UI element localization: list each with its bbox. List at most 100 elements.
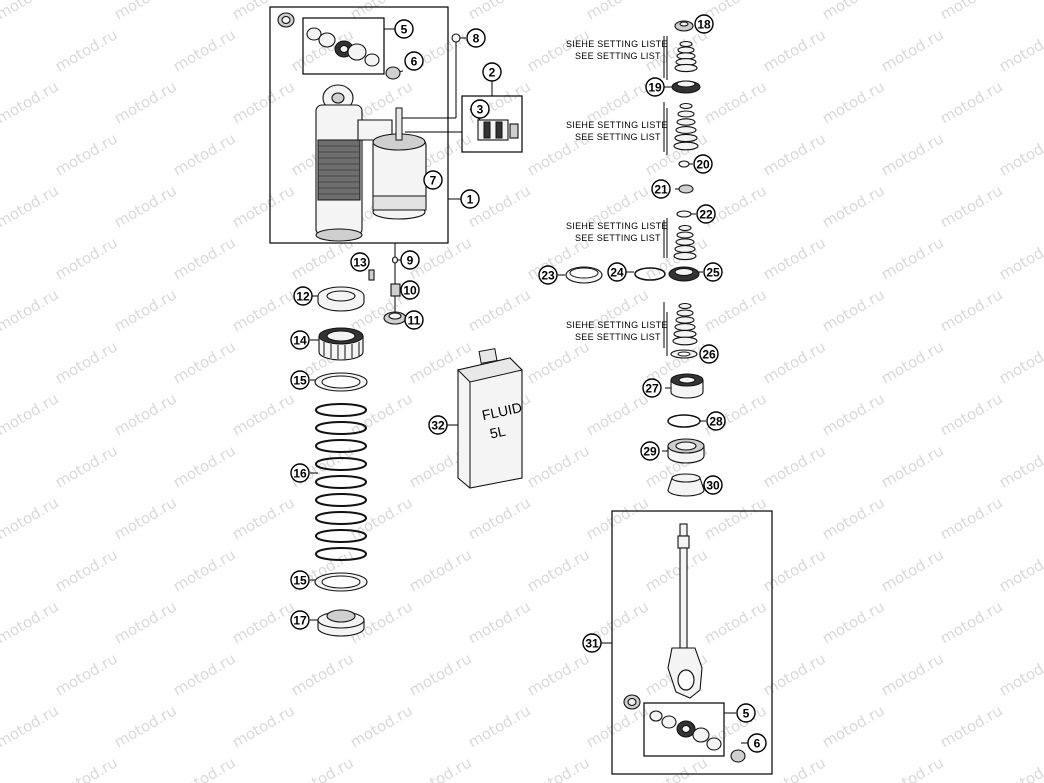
callout-30: 30 xyxy=(703,475,723,495)
watermark-text: motod.ru xyxy=(642,753,711,783)
watermark-text: motod.ru xyxy=(878,545,947,595)
callout-5: 5 xyxy=(394,19,414,39)
watermark-text: motod.ru xyxy=(524,545,593,595)
watermark-text: motod.ru xyxy=(0,25,3,75)
watermark-text: motod.ru xyxy=(937,0,1006,23)
callout-31: 31 xyxy=(582,633,602,653)
callout-22: 22 xyxy=(696,204,716,224)
watermark-text: motod.ru xyxy=(524,441,593,491)
watermark-text: motod.ru xyxy=(524,753,593,783)
watermark-text: motod.ru xyxy=(819,0,888,23)
svg-text:12: 12 xyxy=(296,290,310,304)
svg-text:11: 11 xyxy=(408,314,421,328)
seal-kit-frame-bottom xyxy=(643,702,725,757)
watermark-text: motod.ru xyxy=(347,701,416,751)
svg-text:15: 15 xyxy=(293,574,307,588)
callout-14: 14 xyxy=(290,330,310,350)
watermark-text: motod.ru xyxy=(170,233,239,283)
watermark-text: motod.ru xyxy=(0,441,3,491)
svg-text:SIEHE SETTING LISTE: SIEHE SETTING LISTE xyxy=(566,221,668,231)
svg-text:23: 23 xyxy=(541,269,555,283)
watermark-text: motod.ru xyxy=(996,441,1044,491)
watermark-text: motod.ru xyxy=(937,493,1006,543)
watermark-text: motod.ru xyxy=(583,493,652,543)
watermark-text: motod.ru xyxy=(583,389,652,439)
compression-adjuster xyxy=(477,119,519,141)
svg-text:14: 14 xyxy=(293,334,307,348)
callout-25: 25 xyxy=(703,262,723,282)
watermark-text: motod.ru xyxy=(996,25,1044,75)
callout-24: 24 xyxy=(607,262,627,282)
callout-23: 23 xyxy=(538,265,558,285)
svg-text:29: 29 xyxy=(643,445,657,459)
watermark-text: motod.ru xyxy=(0,597,62,647)
watermark-text: motod.ru xyxy=(760,545,829,595)
watermark-text: motod.ru xyxy=(0,233,3,283)
watermark-text: motod.ru xyxy=(288,649,357,699)
watermark-text: motod.ru xyxy=(524,337,593,387)
watermark-text: motod.ru xyxy=(996,649,1044,699)
watermark-text: motod.ru xyxy=(111,0,180,23)
watermark-text: motod.ru xyxy=(819,389,888,439)
watermark-text: motod.ru xyxy=(288,753,357,783)
svg-text:15: 15 xyxy=(293,374,307,388)
watermark-text: motod.ru xyxy=(701,597,770,647)
svg-text:18: 18 xyxy=(697,18,711,32)
setting-note-1: SIEHE SETTING LISTE SEE SETTING LIST xyxy=(566,39,668,61)
coil-spring xyxy=(315,403,368,561)
svg-text:SEE SETTING LIST: SEE SETTING LIST xyxy=(575,51,661,61)
spring-retainer xyxy=(317,609,365,637)
watermark-text: motod.ru xyxy=(0,493,62,543)
svg-text:SIEHE SETTING LISTE: SIEHE SETTING LISTE xyxy=(566,39,668,49)
watermark-text: motod.ru xyxy=(760,129,829,179)
watermark-text: motod.ru xyxy=(996,129,1044,179)
watermark-text: motod.ru xyxy=(819,701,888,751)
watermark-text: motod.ru xyxy=(229,597,298,647)
watermark-text: motod.ru xyxy=(229,77,298,127)
watermark-text: motod.ru xyxy=(170,545,239,595)
seal-kit-frame-top xyxy=(302,17,385,75)
setting-note-3: SIEHE SETTING LISTE SEE SETTING LIST xyxy=(566,221,668,243)
watermark-text: motod.ru xyxy=(0,545,3,595)
watermark-text: motod.ru xyxy=(170,753,239,783)
callout-5: 5 xyxy=(736,703,756,723)
watermark-text: motod.ru xyxy=(111,181,180,231)
watermark-text: motod.ru xyxy=(170,441,239,491)
watermark-text: motod.ru xyxy=(406,753,475,783)
fluid-can-label-2: 5L xyxy=(488,423,507,442)
watermark-text: motod.ru xyxy=(347,493,416,543)
svg-text:30: 30 xyxy=(706,479,720,493)
watermark-text: motod.ru xyxy=(701,77,770,127)
svg-text:SIEHE SETTING LISTE: SIEHE SETTING LISTE xyxy=(566,120,668,130)
callout-26: 26 xyxy=(699,344,719,364)
lock-ring xyxy=(317,286,365,312)
watermark-text: motod.ru xyxy=(819,285,888,335)
svg-text:1: 1 xyxy=(467,193,474,207)
svg-text:13: 13 xyxy=(353,256,367,270)
watermark-text: motod.ru xyxy=(937,389,1006,439)
svg-text:25: 25 xyxy=(706,266,720,280)
callout-29: 29 xyxy=(640,441,660,461)
watermark-text: motod.ru xyxy=(52,25,121,75)
watermark-text: motod.ru xyxy=(996,545,1044,595)
watermark-text: motod.ru xyxy=(937,77,1006,127)
watermark-text: motod.ru xyxy=(0,337,3,387)
watermark-text: motod.ru xyxy=(878,129,947,179)
watermark-text: motod.ru xyxy=(996,233,1044,283)
watermark-text: motod.ru xyxy=(524,649,593,699)
watermark-text: motod.ru xyxy=(996,337,1044,387)
watermark-text: motod.ru xyxy=(878,649,947,699)
watermark-text: motod.ru xyxy=(642,545,711,595)
svg-text:2: 2 xyxy=(489,66,496,80)
watermark-text: motod.ru xyxy=(937,597,1006,647)
watermark-text: motod.ru xyxy=(465,701,534,751)
callout-3: 3 xyxy=(470,99,490,119)
watermark-text: motod.ru xyxy=(170,129,239,179)
svg-text:6: 6 xyxy=(411,55,418,69)
svg-text:19: 19 xyxy=(648,81,662,95)
watermark-text: motod.ru xyxy=(878,753,947,783)
svg-text:5: 5 xyxy=(743,707,750,721)
watermark-text: motod.ru xyxy=(229,181,298,231)
preload-adjuster xyxy=(318,327,364,361)
svg-text:SEE SETTING LIST: SEE SETTING LIST xyxy=(575,233,661,243)
